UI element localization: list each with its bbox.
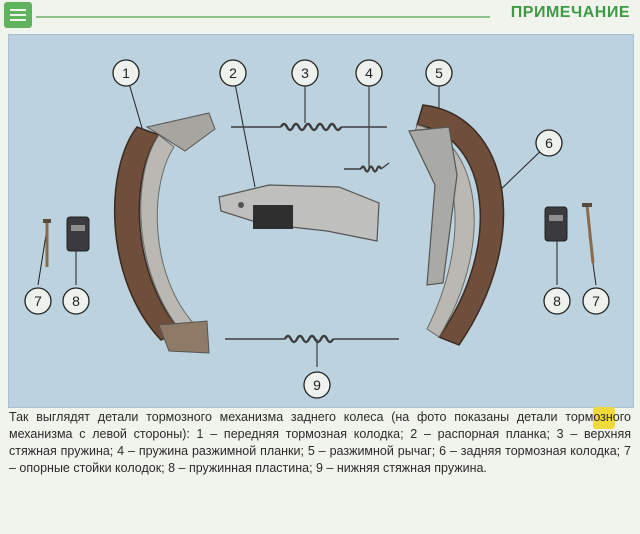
- rear-brake-shoe: [412, 104, 505, 346]
- callout-label: 9: [313, 377, 321, 393]
- figure-caption: Так выглядят детали тормозного механизма…: [9, 410, 631, 475]
- callout-label: 8: [553, 293, 561, 309]
- header-divider: [36, 16, 490, 18]
- callout-8: 8: [62, 287, 90, 315]
- callout-4: 4: [355, 59, 383, 87]
- callout-label: 7: [34, 293, 42, 309]
- callout-6: 6: [535, 129, 563, 157]
- brake-parts-photo: 1 2 3 4 5 6 7 8 8 7 9: [8, 34, 634, 429]
- callout-label: 5: [435, 65, 443, 81]
- callout-label: 6: [545, 135, 553, 151]
- right-spring-plate: [544, 206, 568, 242]
- upper-spring: [231, 122, 387, 132]
- note-icon: [4, 2, 32, 28]
- brand-logo-badge: [593, 407, 615, 429]
- callout-label: 7: [592, 293, 600, 309]
- callout-label: 3: [301, 65, 309, 81]
- callout-7: 7: [24, 287, 52, 315]
- left-spring-plate: [66, 216, 90, 252]
- callout-3: 3: [291, 59, 319, 87]
- right-support-pin: [582, 203, 595, 264]
- callout-8: 8: [543, 287, 571, 315]
- lower-spring: [225, 334, 399, 344]
- callout-5: 5: [425, 59, 453, 87]
- callout-label: 4: [365, 65, 373, 81]
- callout-label: 8: [72, 293, 80, 309]
- left-support-pin: [43, 219, 51, 267]
- callout-label: 1: [122, 65, 130, 81]
- front-brake-shoe: [113, 112, 216, 354]
- note-title: ПРИМЕЧАНИЕ: [510, 4, 630, 21]
- callout-7: 7: [582, 287, 610, 315]
- spacer-bar: [218, 184, 380, 242]
- callout-2: 2: [219, 59, 247, 87]
- callout-label: 2: [229, 65, 237, 81]
- callout-1: 1: [112, 59, 140, 87]
- callout-9: 9: [303, 371, 331, 399]
- expander-lever: [408, 126, 458, 286]
- brake-parts-illustration: 1 2 3 4 5 6 7 8 8 7 9: [24, 59, 610, 399]
- note-header: ПРИМЕЧАНИЕ: [0, 0, 640, 30]
- spacer-spring: [344, 162, 390, 173]
